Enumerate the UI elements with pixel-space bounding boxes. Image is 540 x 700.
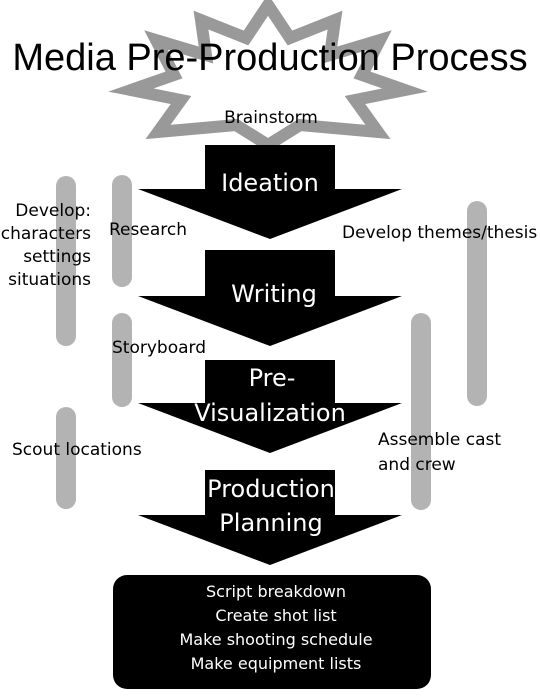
develop-label-line1: Develop:	[15, 201, 91, 221]
assemble-label-line2: and crew	[378, 455, 456, 475]
scout-bar	[56, 407, 76, 509]
task-script-breakdown: Script breakdown	[206, 582, 346, 601]
storyboard-bar	[112, 313, 132, 407]
develop-label-line4: situations	[8, 270, 91, 290]
pre-visualization-label-line1: Pre-	[249, 364, 296, 392]
themes-label: Develop themes/thesis	[342, 223, 537, 243]
tasks-box	[113, 575, 431, 689]
task-create-shot-list: Create shot list	[215, 606, 336, 625]
task-shooting-schedule: Make shooting schedule	[179, 630, 372, 649]
develop-bar	[56, 176, 76, 346]
scout-label: Scout locations	[12, 440, 142, 460]
develop-label-line3: settings	[23, 247, 91, 267]
task-equipment-lists: Make equipment lists	[191, 654, 362, 673]
production-planning-label-line2: Planning	[219, 509, 322, 537]
assemble-bar	[411, 313, 431, 510]
production-planning-arrow	[138, 470, 402, 565]
themes-bar	[467, 201, 487, 406]
pre-visualization-label-line2: Visualization	[194, 399, 346, 427]
ideation-arrow	[138, 145, 402, 239]
storyboard-label: Storyboard	[112, 338, 206, 358]
production-planning-label-line1: Production	[207, 475, 335, 503]
writing-label: Writing	[231, 280, 317, 308]
research-bar	[112, 175, 132, 287]
ideation-label: Ideation	[221, 169, 319, 197]
assemble-label-line1: Assemble cast	[378, 430, 501, 450]
writing-arrow	[138, 250, 402, 346]
page-title: Media Pre-Production Process	[12, 37, 527, 79]
research-label: Research	[109, 220, 187, 240]
brainstorm-label: Brainstorm	[224, 108, 318, 128]
develop-label-line2: characters	[1, 224, 91, 244]
pre-visualization-arrow	[138, 360, 402, 453]
